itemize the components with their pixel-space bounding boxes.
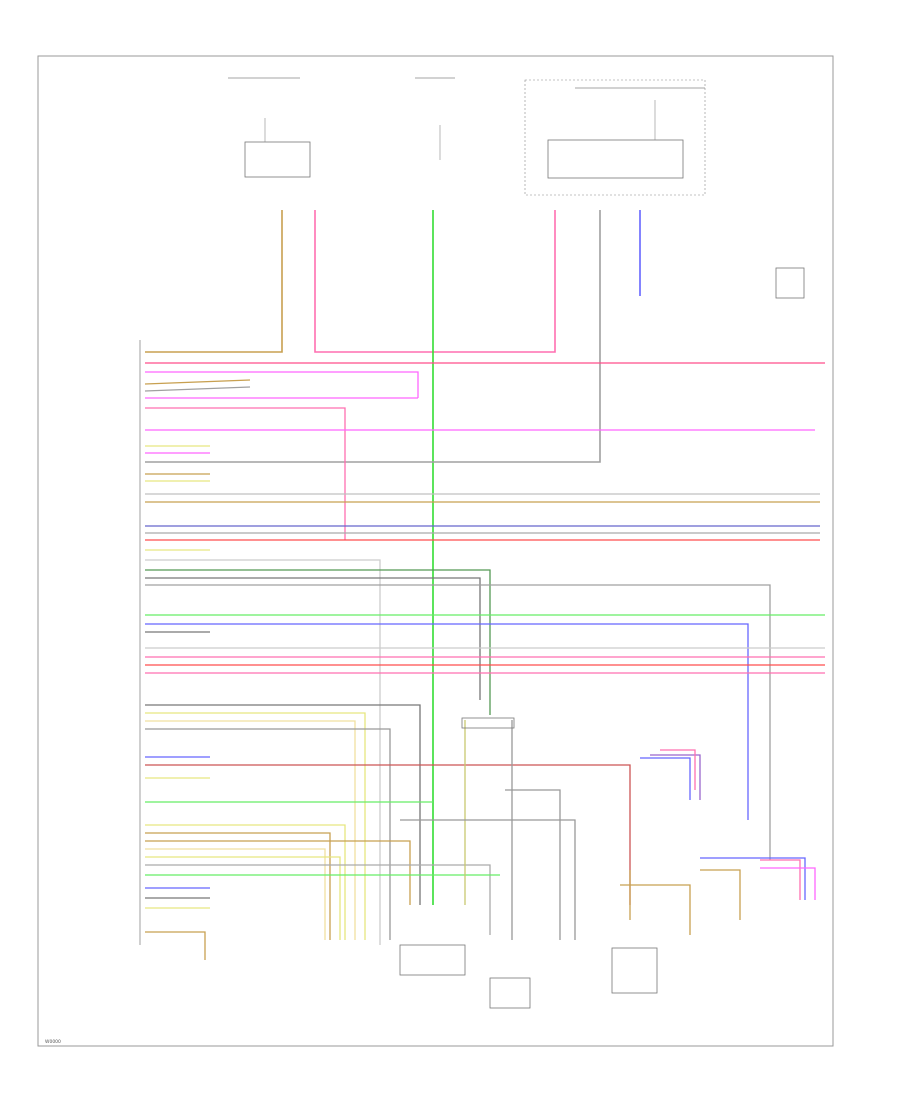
wire-tan-2: [144, 379, 251, 385]
wire-yellow-5: [145, 720, 356, 940]
wire-yellow-7: [145, 824, 346, 940]
wire-gray-6: [145, 864, 491, 935]
wire-pink-6: [660, 749, 696, 790]
wire-magenta-5: [760, 867, 816, 900]
module-box-right: [611, 947, 658, 994]
wire-purple-1: [650, 754, 701, 800]
wire-gray-9: [400, 819, 576, 940]
wire-lightgray-2: [145, 559, 381, 945]
wire-tan-6: [145, 840, 411, 905]
harness-wires: [144, 362, 825, 960]
vertical-wires: [145, 210, 641, 905]
relay-box-right: [547, 139, 684, 179]
wire-darkgray-1: [145, 577, 481, 700]
wire-darkgray-3: [145, 704, 421, 905]
wire-tan-top: [145, 210, 283, 353]
wire-yellow-4: [145, 712, 366, 940]
components: [139, 267, 805, 1009]
wire-gray-2: [144, 386, 251, 392]
wire-yellow-8: [145, 848, 326, 940]
wire-tan-5: [145, 832, 331, 940]
wire-gray-5: [145, 728, 391, 940]
wire-tan-10: [700, 869, 741, 920]
lower-wires: [400, 720, 816, 940]
junction-box: [461, 717, 515, 729]
top-fuse-area: [228, 77, 706, 196]
wire-darkgreen-1: [145, 569, 491, 715]
wire-yellow-9: [145, 856, 341, 940]
wire-blue-5: [640, 757, 691, 800]
wire-blue-2: [145, 623, 749, 820]
wire-gray-8: [505, 789, 561, 940]
wire-magenta-1: [145, 371, 419, 398]
fuse-block-outline: [524, 79, 706, 196]
relay-box-left: [244, 141, 311, 178]
diagram-code: W0000: [45, 1039, 61, 1045]
module-box-center: [399, 944, 466, 976]
wire-tan-7: [145, 931, 206, 960]
wire-pink-7: [760, 859, 801, 900]
wire-gray-4: [145, 584, 771, 860]
wire-gray-top: [145, 210, 601, 463]
wire-tan-9: [620, 884, 691, 935]
sensor-box-center: [489, 977, 531, 1009]
relay-box-small: [775, 267, 805, 299]
wire-pink-3: [145, 407, 346, 540]
wire-red-3: [145, 764, 631, 905]
wire-pink-top: [314, 210, 556, 353]
wire-blue-6: [700, 857, 806, 900]
diagram-frame: [37, 55, 834, 1047]
